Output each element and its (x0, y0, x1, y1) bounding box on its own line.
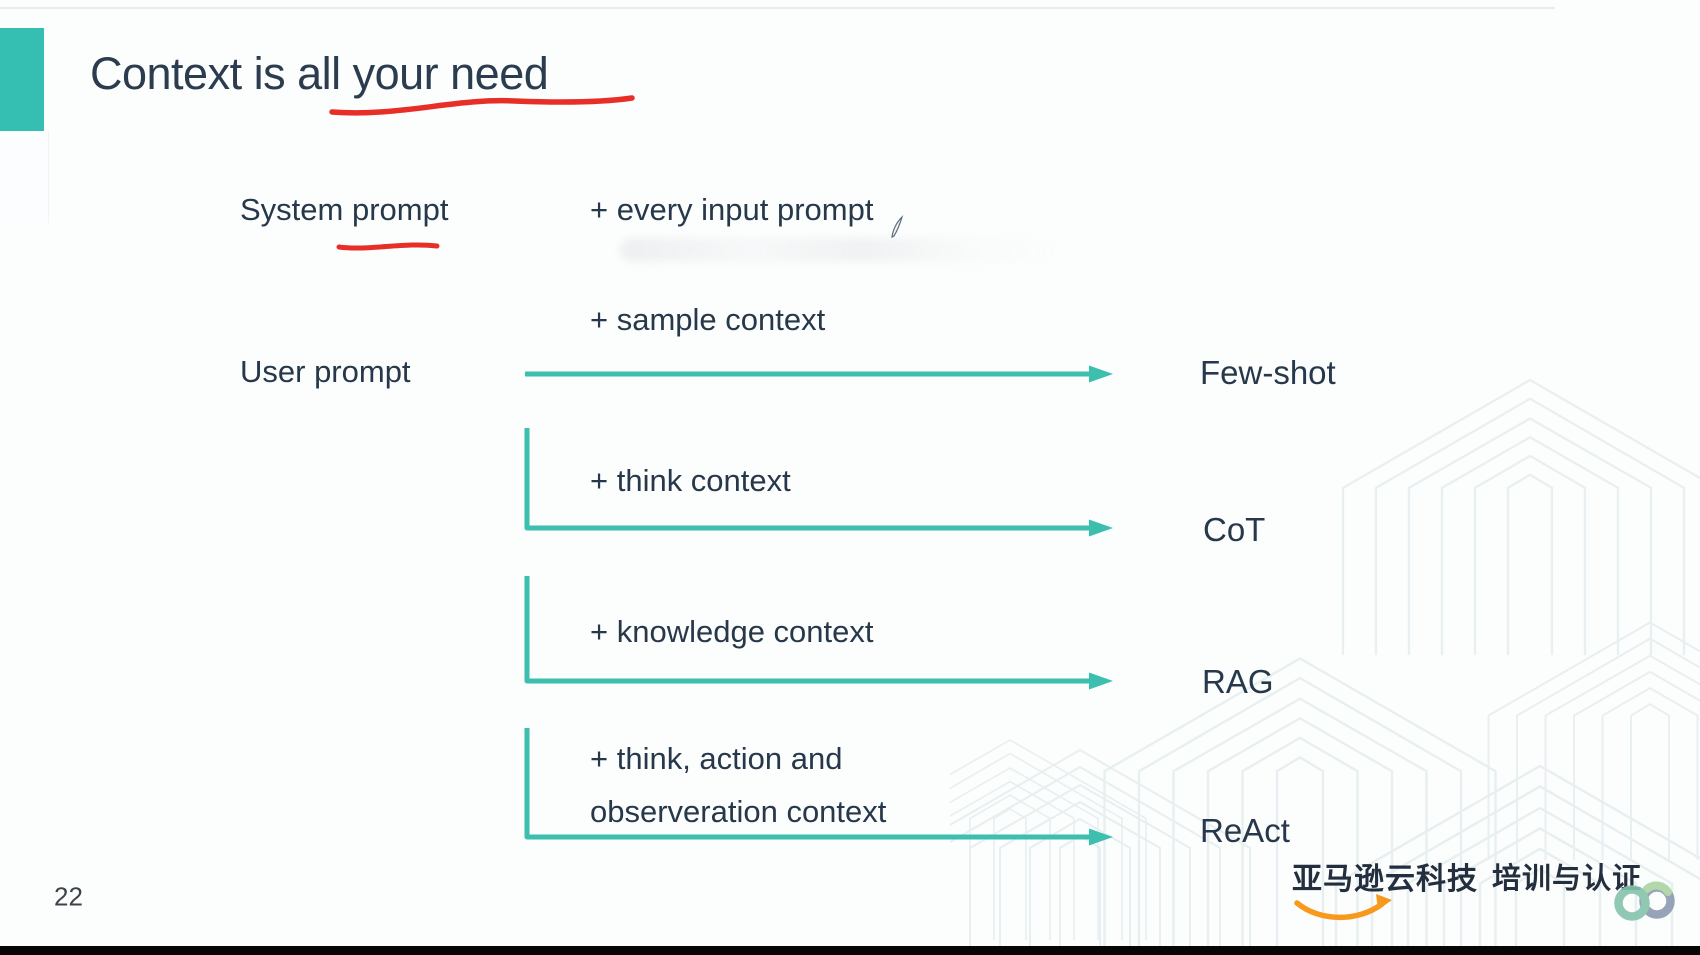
page-number: 22 (54, 881, 83, 912)
cot-label: CoT (1203, 511, 1266, 548)
react-label: ReAct (1200, 812, 1290, 849)
react-context-line1: + think, action and (590, 741, 843, 776)
bottom-letterbox-bar (0, 946, 1700, 955)
brand-tagline: 培训与认证 (1492, 863, 1643, 895)
pen-cursor-icon (891, 214, 904, 239)
slide-title: Context is all your need (90, 48, 549, 99)
left-panel-edge (0, 131, 49, 223)
few-shot-label: Few-shot (1200, 354, 1336, 391)
user-prompt-label: User prompt (240, 354, 411, 389)
rag-label: RAG (1202, 663, 1274, 700)
brand-name: 亚马逊云科技 (1292, 863, 1478, 896)
sample-context-label: + sample context (590, 302, 826, 337)
think-context-label: + think context (590, 463, 791, 498)
red-underline-system-prompt (336, 242, 440, 251)
ink-smudge-artifact (620, 238, 1060, 262)
teal-accent-square (0, 28, 44, 131)
every-input-prompt-label: + every input prompt (590, 192, 874, 227)
react-context-line2: observeration context (590, 794, 887, 829)
knowledge-context-label: + knowledge context (590, 614, 874, 649)
system-prompt-label: System prompt (240, 192, 449, 227)
red-underline-title (329, 95, 635, 116)
top-hairline (0, 7, 1555, 9)
